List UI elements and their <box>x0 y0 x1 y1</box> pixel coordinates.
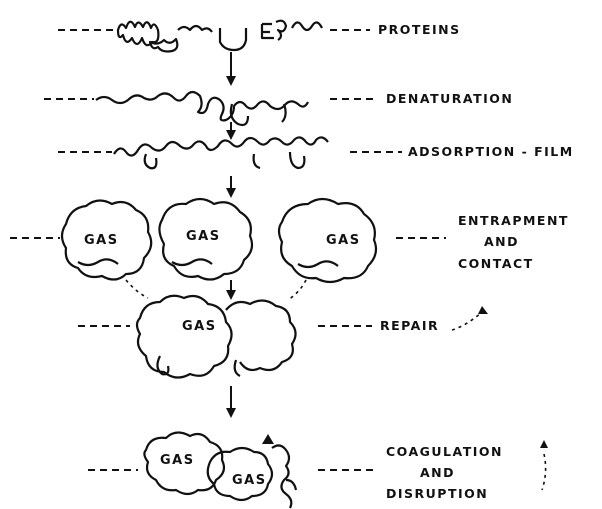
stage-label-proteins: PROTEINS <box>378 22 461 37</box>
arrow-down <box>226 52 236 86</box>
gas-label: GAS <box>182 319 217 334</box>
stage-label-adsorption: ADSORPTION - FILM <box>408 144 574 159</box>
gas-label: GAS <box>84 233 119 248</box>
unfolded-chain <box>96 92 308 120</box>
protein-coil-3 <box>178 26 212 32</box>
small-arrow <box>262 434 274 444</box>
protein-coil-4 <box>220 28 246 50</box>
stage-entrapment: GAS GAS GAS ENTRAPMENT AND CONTACT <box>10 199 569 282</box>
gas-label: GAS <box>232 473 267 488</box>
repair-film-right <box>226 300 296 370</box>
dotted-pointer <box>452 312 482 330</box>
gas-label: GAS <box>160 453 195 468</box>
stage-adsorption: ADSORPTION - FILM <box>58 137 574 168</box>
stage-denaturation: DENATURATION <box>44 91 513 125</box>
stage-label-and: AND <box>484 234 519 249</box>
film-loop <box>145 152 305 168</box>
protein-coil-5 <box>262 21 286 40</box>
stage-label-coagulation: COAGULATION <box>386 444 503 459</box>
protein-coil-1 <box>118 22 158 45</box>
stage-proteins: PROTEINS <box>58 21 461 52</box>
protein-coil-6 <box>292 22 322 30</box>
stage-repair: GAS REPAIR <box>78 296 488 378</box>
unfolded-loop <box>231 104 286 125</box>
stage-label-contact: CONTACT <box>458 256 534 271</box>
protein-coil-2 <box>150 39 177 52</box>
arrow-down <box>226 280 236 300</box>
dotted-pointer <box>542 454 546 490</box>
bubble-outline <box>137 296 232 378</box>
bubble-inner-film <box>78 259 338 267</box>
stage-label-and: AND <box>420 465 455 480</box>
stage-label-repair: REPAIR <box>380 318 439 333</box>
stage-coagulation: GAS GAS COAGULATION AND DISRUPTION <box>88 432 548 508</box>
gas-label: GAS <box>186 229 221 244</box>
arrow-down <box>226 176 236 198</box>
stage-label-entrapment: ENTRAPMENT <box>458 213 569 228</box>
arrow-down <box>226 122 236 140</box>
contact-dotted-lines <box>126 280 306 300</box>
disrupted-fragments <box>272 445 296 508</box>
dotted-arrowhead <box>540 440 548 448</box>
adsorbed-film <box>114 137 328 155</box>
stage-label-disruption: DISRUPTION <box>386 486 488 501</box>
gas-label: GAS <box>326 233 361 248</box>
stage-label-denaturation: DENATURATION <box>386 91 513 106</box>
dotted-arrowhead <box>478 306 488 314</box>
arrow-down <box>226 386 236 418</box>
repair-drip <box>157 356 240 376</box>
